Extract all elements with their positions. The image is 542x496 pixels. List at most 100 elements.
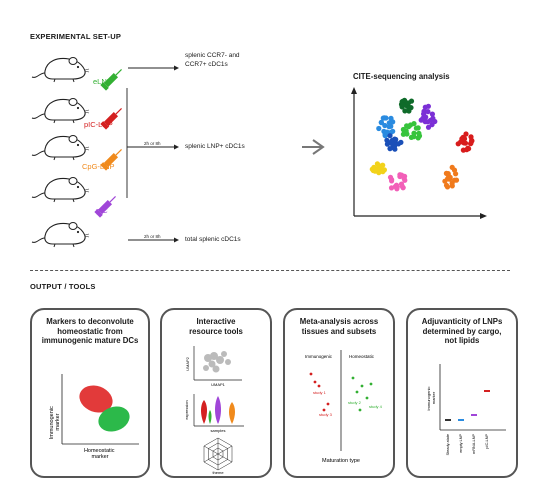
card-meta-analysis-title-line2: tissues and subsets — [301, 326, 377, 336]
cluster-7-point — [376, 170, 382, 176]
homeostatic-population — [98, 406, 130, 432]
card-resource-tools-title-line1: Interactive — [196, 317, 236, 326]
cluster-7-point — [380, 169, 386, 175]
card-markers-title: Markers to deconvolute homeostatic from … — [32, 317, 148, 346]
card-resource-tools: Interactive resource tools UMAP2 UMAP1 e… — [160, 308, 272, 478]
mouse-5 — [31, 221, 90, 248]
cluster-1-point — [406, 108, 412, 114]
cluster-3-point — [386, 124, 392, 130]
category-steady-state: Steady-state — [446, 434, 450, 455]
cluster-8-point — [399, 172, 405, 178]
study-2-label: study 2 — [348, 400, 362, 405]
card-adjuvanticity: Adjuvanticity of LNPs determined by carg… — [406, 308, 518, 478]
cluster-5-point — [413, 125, 419, 131]
cluster-9-point — [453, 177, 460, 183]
card-adjuvanticity-title-line1: Adjuvanticity of LNPs — [421, 317, 503, 326]
umap1-label: UMAP1 — [211, 382, 226, 387]
study-3-label: study 3 — [319, 412, 333, 417]
treatment-label-elnp: eLNP — [93, 77, 112, 86]
outcome-top: splenic CCR7- and CCR7+ cDC1s — [185, 52, 240, 69]
cluster-9-point — [447, 175, 453, 181]
outcome-top-line2: CCR7+ cDC1s — [185, 61, 228, 68]
study-1-label: study 1 — [313, 390, 327, 395]
immunogenic-header: Immunogenic — [305, 354, 333, 359]
adjuvanticity-y-label: Immunogenic marker — [426, 385, 436, 410]
card-resource-tools-title-line2: resource tools — [189, 326, 243, 336]
cluster-3-point — [378, 119, 384, 125]
cluster-7-point — [374, 161, 380, 167]
cluster-2-point — [425, 124, 432, 130]
study-4-label: study 4 — [369, 404, 383, 409]
cluster-8-point — [388, 185, 395, 191]
cluster-3-point — [382, 122, 388, 129]
card-meta-analysis: Meta-analysis across tissues and subsets… — [283, 308, 395, 478]
cluster-3-point — [382, 133, 388, 139]
resource-tools-graphics: UMAP2 UMAP1 expression samples theme — [184, 346, 244, 475]
cluster-1-point — [402, 108, 408, 114]
homeostatic-header: Homeostatic — [349, 354, 375, 359]
category-mrna-lnp: mRNA-LNP — [472, 434, 476, 454]
marker-scatter: Immunogenic marker Homeostatic marker — [49, 374, 139, 460]
mouse-4 — [31, 176, 90, 203]
card-meta-analysis-title-line1: Meta-analysis across — [299, 317, 379, 326]
mouse-2 — [31, 97, 90, 124]
analysis-title: CITE-sequencing analysis — [353, 72, 450, 81]
syringe-icon-cpg-lnp — [100, 149, 122, 171]
cluster-5-point — [400, 126, 406, 133]
mouse-1 — [31, 56, 90, 83]
cluster-2-point — [420, 115, 426, 121]
mouse-3 — [31, 134, 90, 161]
cluster-4-point — [387, 133, 393, 139]
cluster-1-point — [405, 100, 412, 106]
cluster-4-point — [387, 146, 393, 152]
cluster-2-point — [425, 119, 431, 125]
card-markers-title-line3: immunogenic mature DCs — [41, 336, 139, 345]
cluster-3-point — [386, 120, 392, 126]
treatment-label-cpg-lnp: CpG-LNP — [82, 162, 115, 171]
cluster-2-point — [429, 111, 435, 117]
card-resource-tools-title: Interactive resource tools — [162, 317, 270, 336]
cluster-5-point — [416, 130, 422, 136]
outcome-top-line1: splenic CCR7- and — [185, 52, 240, 59]
x-axis-label: Homeostatic marker — [84, 448, 116, 460]
card-adjuvanticity-title: Adjuvanticity of LNPs determined by carg… — [408, 317, 516, 346]
umap-plot — [351, 87, 487, 219]
violin-y-label: expression — [184, 400, 189, 419]
cluster-8-point — [389, 178, 395, 184]
card-adjuvanticity-title-line2: determined by cargo, — [422, 326, 502, 336]
cluster-5-point — [411, 134, 417, 140]
cluster-6-point — [459, 136, 465, 142]
umap2-label: UMAP2 — [185, 356, 190, 371]
cluster-8-point — [399, 183, 405, 189]
cluster-6-point — [462, 140, 469, 146]
maturation-label: Maturation type — [322, 458, 360, 464]
syringe-icon-pic-lnp — [100, 108, 122, 130]
category-pic-lnp: pIC-LNP — [485, 434, 489, 449]
arrow-to-analysis — [302, 139, 325, 155]
setup-title: EXPERIMENTAL SET-UP — [30, 32, 122, 41]
cluster-3-point — [376, 125, 382, 132]
treatment-label-pic: pIC — [96, 206, 108, 215]
violin-x-label: samples — [211, 428, 226, 433]
outcome-middle: splenic LNP+ cDC1s — [185, 143, 245, 150]
adjuvanticity-plot: Immunogenic marker Steady-state empty LN… — [426, 364, 506, 455]
cluster-1-point — [401, 97, 408, 103]
output-title: OUTPUT / TOOLS — [30, 282, 96, 291]
card-markers-title-line2: homeostatic from — [57, 326, 123, 336]
cluster-2-point — [422, 104, 428, 110]
card-markers-title-line1: Markers to deconvolute — [46, 317, 134, 326]
card-meta-analysis-title: Meta-analysis across tissues and subsets — [285, 317, 393, 336]
card-adjuvanticity-title-line3: not lipids — [444, 336, 480, 345]
cluster-4-point — [384, 141, 390, 147]
syringe-icon-pic — [94, 196, 116, 218]
syringe-icon-elnp — [100, 69, 122, 91]
cluster-3-point — [381, 115, 387, 121]
cluster-8-point — [392, 183, 398, 190]
cluster-5-point — [404, 123, 410, 129]
category-empty-lnp: empty LNP — [459, 434, 463, 453]
radar-label: theme — [212, 470, 224, 475]
cluster-8-point — [402, 177, 408, 183]
cluster-9-point — [444, 184, 451, 190]
outcome-bottom: total splenic cDC1s — [185, 236, 241, 243]
cluster-2-point — [430, 115, 436, 121]
